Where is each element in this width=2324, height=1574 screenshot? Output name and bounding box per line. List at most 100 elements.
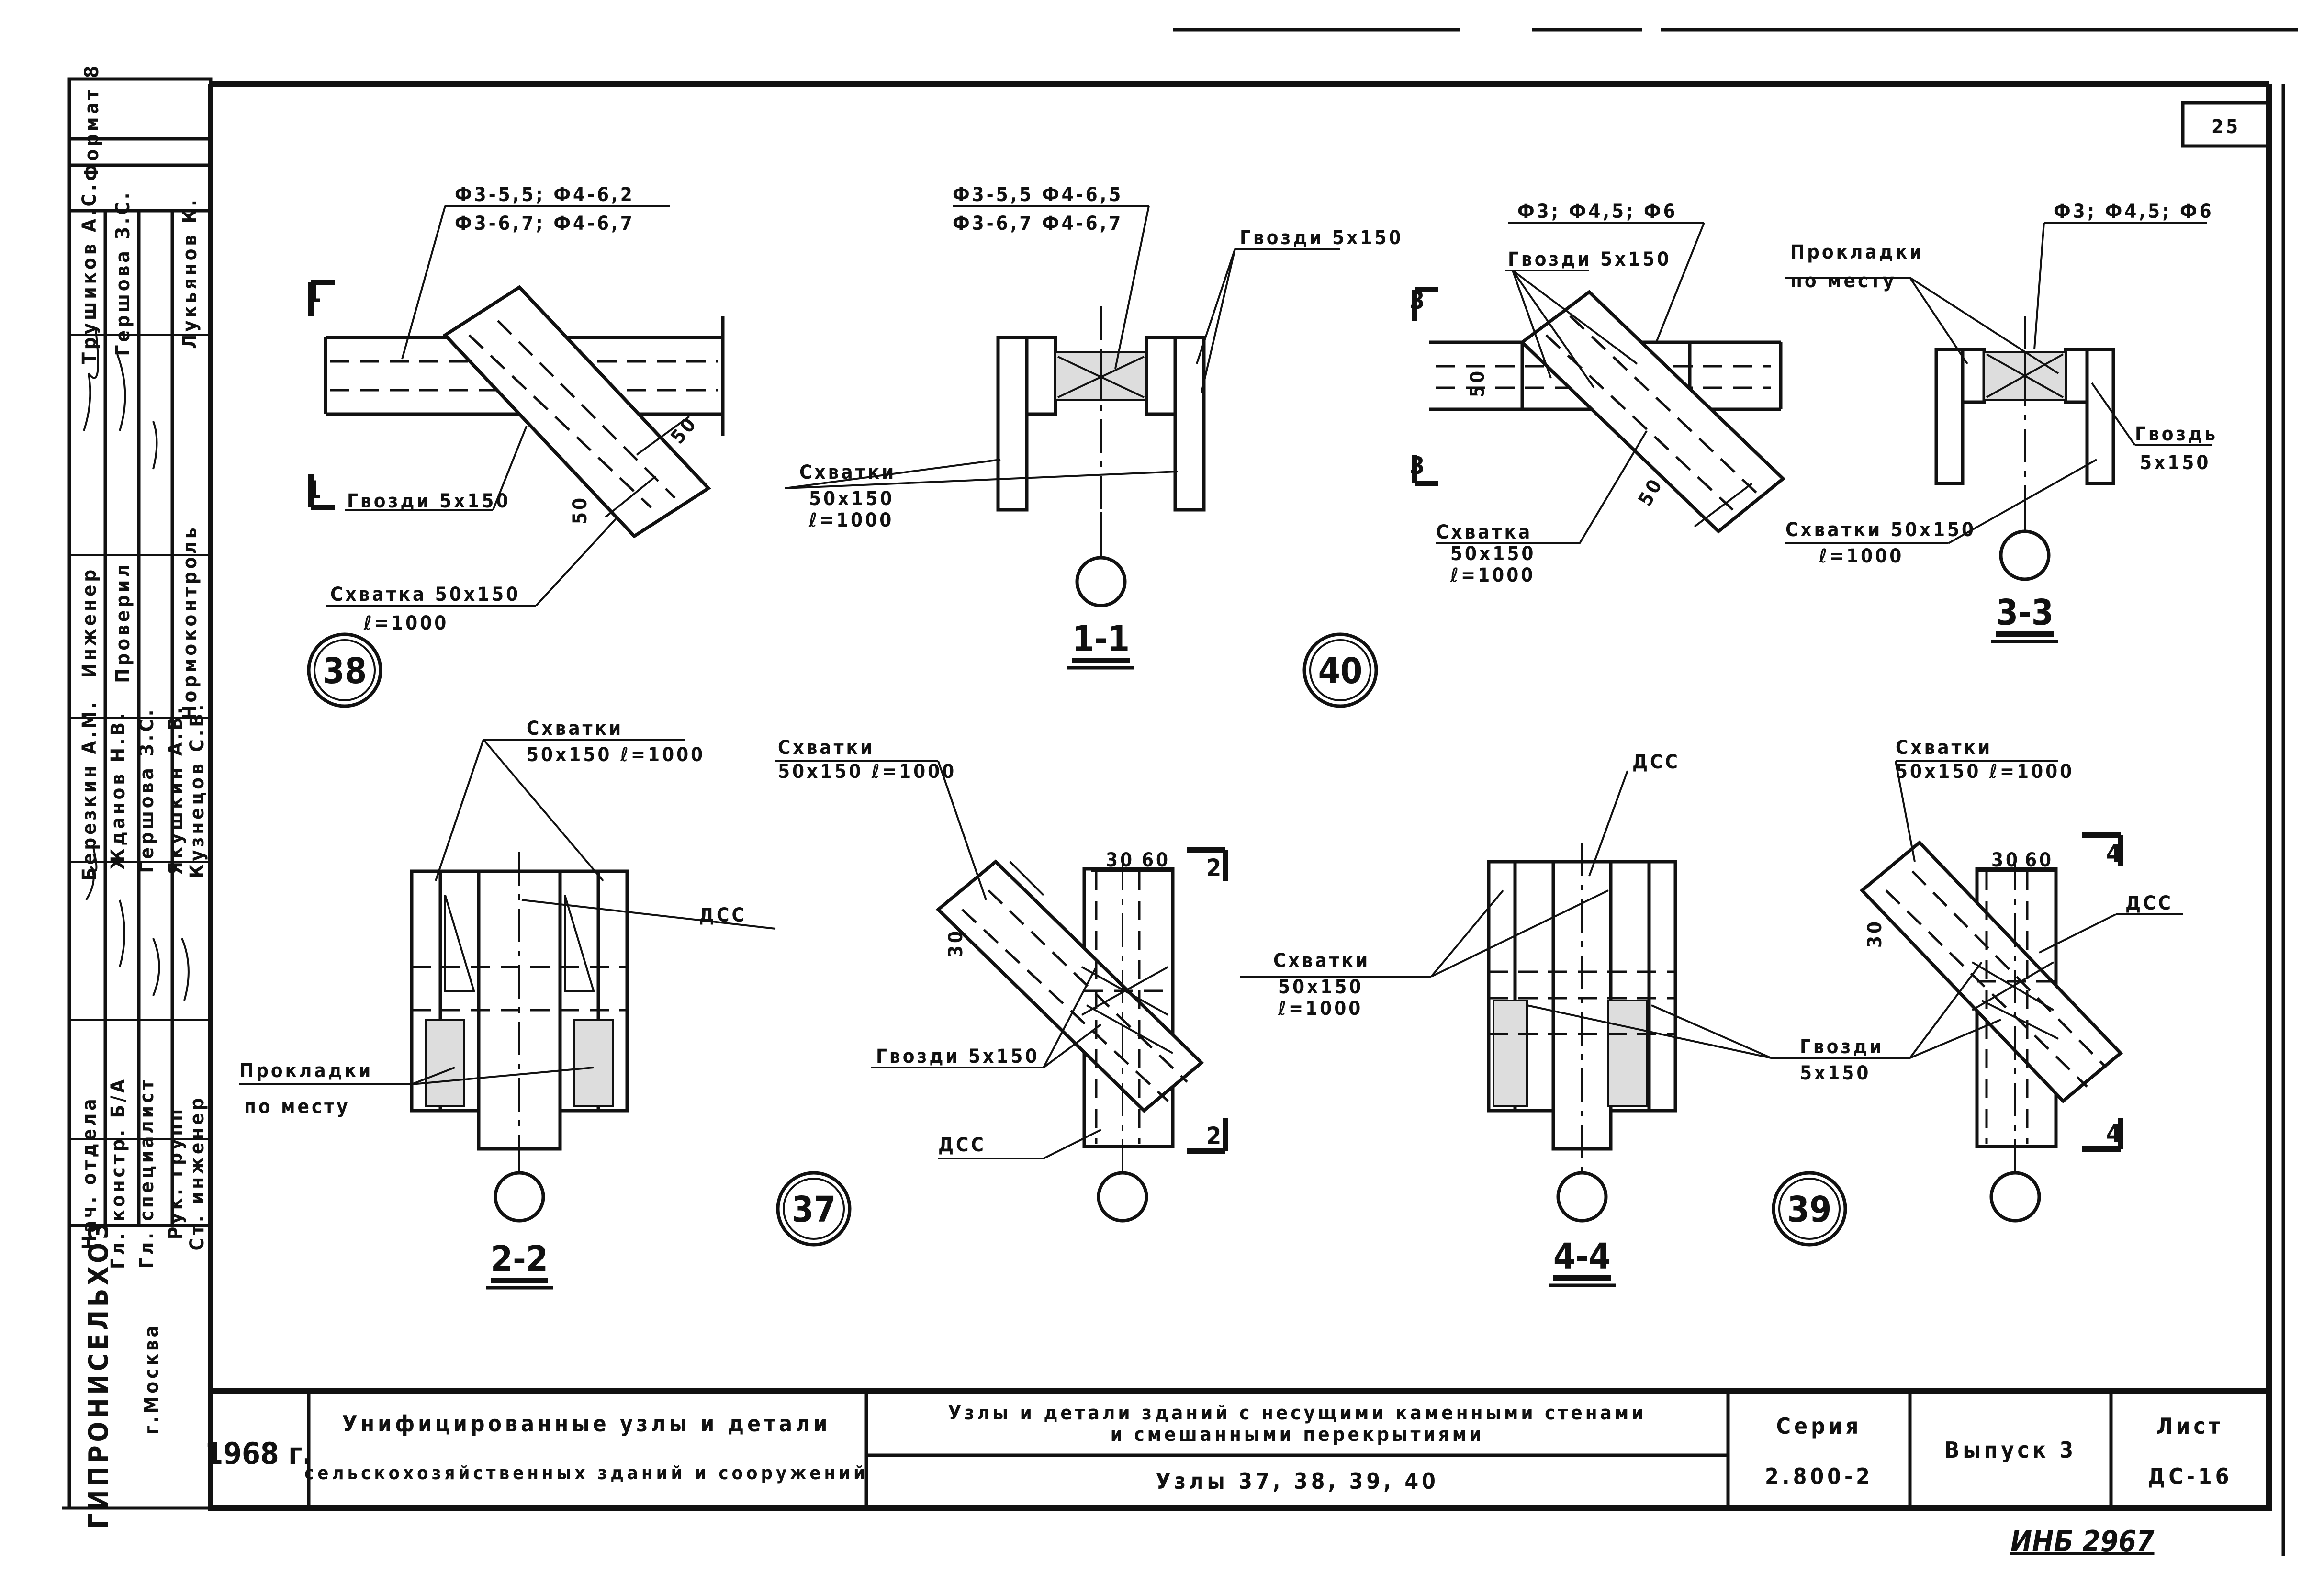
strip-format: Формат 8 [81,63,103,181]
strip-city: г.Москва [141,1323,163,1435]
strip-role: Проверил [112,562,134,683]
n37-dim: 30 [945,929,967,957]
strip-role: Нормоконтроль [179,525,201,720]
tb-sheet-label: Лист [2156,1413,2223,1439]
s22-spacers-2: по месту [244,1096,350,1118]
tb-series-value: 2.800-2 [1765,1463,1873,1489]
s11-clamp-len: ℓ=1000 [808,509,894,531]
tb-nodes: Узлы 37, 38, 39, 40 [1156,1468,1439,1494]
s11-title: 1-1 [1072,618,1130,660]
strip-role: Гл. специалист [136,1077,158,1269]
sheet-frame [62,28,2298,1556]
n39-number: 39 [1787,1189,1832,1230]
n37-number: 37 [792,1189,836,1230]
strip-name: Березкин А.М. [79,699,101,881]
n40-clamp-len: ℓ=1000 [1450,564,1535,586]
n37-clamp: Схватки [778,737,875,759]
n39-section-mark: 4 [2106,840,2124,867]
n39-dim: 30 [1991,849,2020,871]
strip-role: Гл. констр. Б/А [107,1077,129,1269]
node-38-drawing [307,205,725,708]
s33-clamp: Схватки 50х150 [1785,519,1976,541]
n37-dsp: ДСС [938,1134,986,1156]
s33-spacers-2: по месту [1790,270,1897,292]
strip-name: Гершова З.С. [112,190,134,356]
s33-nail-size: 5х150 [2140,452,2211,474]
tb-album-line2: сельскохозяйственных зданий и сооружений [304,1462,868,1484]
n39-clamp-size: 50х150 ℓ=1000 [1896,761,2074,783]
s11-phi-2: Ф3-6,7 Ф4-6,7 [953,213,1123,235]
n39-section-mark: 4 [2106,1120,2124,1147]
s33-phi: Ф3; Ф4,5; Ф6 [2054,201,2214,223]
s44-nails-size: 5х150 [1800,1062,1871,1084]
n39-clamp: Схватки [1896,737,1992,759]
s44-clamp: Схватки [1273,950,1370,972]
n37-dim: 60 [1142,849,1170,871]
title-block-frame [208,1388,2272,1511]
s22-title: 2-2 [491,1238,548,1280]
n38-section-mark: 1 [306,280,324,307]
tb-series-label: Серия [1776,1413,1862,1439]
s22-clamp-size: 50х150 ℓ=1000 [527,744,705,766]
n37-nails: Гвозди 5х150 [876,1046,1040,1068]
tb-issue: Выпуск 3 [1944,1437,2077,1463]
strip-name: Гершова З.С. [136,707,158,873]
n38-dim: 50 [569,495,591,524]
n40-clamp-size: 50х150 [1450,543,1536,565]
node-40-drawing [1302,222,1786,708]
s22-spacers: Прокладки [239,1060,373,1082]
n37-clamp-size: 50х150 ℓ=1000 [778,761,956,783]
n39-dsp: ДСС [2125,892,2173,914]
node-37-drawing [775,760,1228,1247]
strip-name: Кузнецов С.В. [186,702,208,878]
tb-year: 1968 г. [205,1436,313,1471]
tb-sheet-value: ДС-16 [2148,1463,2233,1489]
signatures [83,330,190,1001]
n39-dim: 60 [2025,849,2054,871]
node-39-drawing [1772,760,2183,1247]
section-4-4-drawing [1240,770,1910,1287]
strip-role: Ст. инженер [186,1095,208,1251]
section-3-3-drawing [1785,222,2212,643]
s22-clamp: Схватки [527,718,623,740]
tb-subject-line2: и смешанными перекрытиями [1111,1424,1484,1446]
s33-nail: Гвоздь [2135,423,2218,445]
s22-dsp: ДСС [699,904,747,926]
s11-phi-1: Ф3-5,5 Ф4-6,5 [953,184,1123,206]
tb-subject-line1: Узлы и детали зданий с несущими каменным… [948,1402,1647,1424]
strip-name: Якушкин А.В. [165,705,187,875]
s44-title: 4-4 [1553,1236,1611,1277]
n38-nails: Гвозди 5х150 [347,490,511,512]
n40-section-mark: 3 [1410,287,1427,315]
s44-nails: Гвозди [1800,1036,1884,1058]
left-strip [67,77,213,1510]
n38-clamp-len: ℓ=1000 [363,612,449,634]
s44-clamp-size: 50х150 [1278,976,1363,998]
n37-dim: 30 [1106,849,1134,871]
sheet-corner-number: 25 [2212,116,2240,138]
s44-clamp-len: ℓ=1000 [1278,998,1363,1020]
n37-section-mark: 2 [1206,1122,1224,1150]
strip-role: Инженер [79,567,101,678]
s33-title: 3-3 [1996,592,2054,633]
section-1-1-drawing [785,205,1340,670]
n38-phi-1: Ф3-5,5; Ф4-6,2 [455,184,635,206]
strip-role: Нач. отдела [79,1096,101,1250]
n38-section-mark: 1 [306,476,324,504]
n40-section-mark: 3 [1410,452,1427,480]
n38-phi-2: Ф3-6,7; Ф4-6,7 [455,213,635,235]
n38-clamp: Схватка 50х150 [330,584,520,606]
n40-clamp: Схватка [1436,521,1532,543]
tb-album-line1: Унифицированные узлы и детали [342,1411,831,1437]
n40-number: 40 [1318,651,1363,692]
section-2-2-drawing [239,739,776,1290]
strip-role: Рук. групп [165,1106,187,1239]
s11-clamp-size: 50х150 [809,488,894,510]
strip-name: Лукьянов К. [179,197,201,349]
n40-nails: Гвозди 5х150 [1508,248,1672,270]
s11-clamp: Схватки [799,461,896,483]
strip-name: Жданов Н.В. [107,710,129,869]
n40-phi: Ф3; Ф4,5; Ф6 [1517,201,1678,223]
